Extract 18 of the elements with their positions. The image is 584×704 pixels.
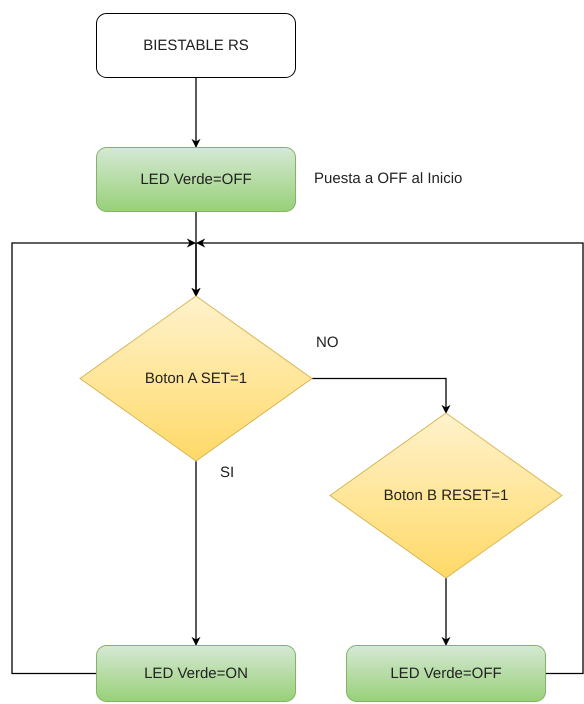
arrow (312, 378, 451, 414)
arrow (441, 578, 451, 646)
note-text: Puesta a OFF al Inicio (314, 170, 462, 186)
decision-diamond (80, 296, 312, 461)
node-text: LED Verde=ON (144, 665, 248, 682)
node-text: Boton A SET=1 (144, 370, 248, 387)
arrow (191, 461, 201, 646)
node-text: LED Verde=OFF (390, 665, 502, 682)
arrow (191, 78, 201, 148)
process-box (96, 645, 296, 702)
start-box (96, 13, 296, 78)
node-text: BIESTABLE RS (143, 37, 249, 54)
process-box (346, 645, 546, 702)
node-text: Boton B RESET=1 (384, 487, 508, 504)
process-box (96, 147, 296, 212)
node-text: LED Verde=OFF (140, 171, 252, 188)
decision-diamond (330, 413, 562, 578)
arrow (191, 238, 584, 674)
